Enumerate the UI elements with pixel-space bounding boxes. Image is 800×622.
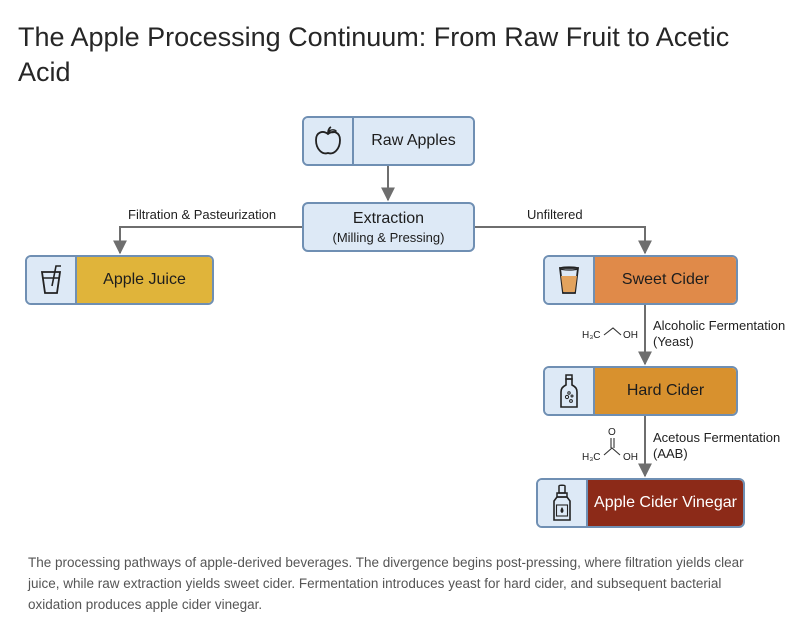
edge-label-alcoholic-fermentation: Alcoholic Fermentation (Yeast) [653, 318, 785, 350]
edge-label-acetous-fermentation: Acetous Fermentation (AAB) [653, 430, 780, 462]
node-label: Apple Juice [77, 257, 212, 303]
node-label: Raw Apples [354, 118, 473, 164]
edge-label-line: Alcoholic Fermentation [653, 318, 786, 333]
node-extraction: Extraction (Milling & Pressing) [302, 202, 475, 252]
arrow-extraction-to-juice [113, 226, 302, 255]
juice-glass-icon [27, 257, 77, 303]
node-apple-juice: Apple Juice [25, 255, 214, 305]
node-sublabel: (Milling & Pressing) [332, 229, 445, 245]
node-raw-apples: Raw Apples [302, 116, 475, 166]
node-label: Extraction [352, 209, 425, 227]
node-hard-cider: Hard Cider [543, 366, 738, 416]
edge-label-line: (AAB) [653, 446, 688, 461]
arrow-extraction-to-sweet [475, 226, 652, 255]
ethanol-structure: H₃C OH [582, 327, 638, 341]
chem-label: OH [623, 452, 638, 463]
chem-label: O [608, 427, 616, 438]
edge-label-unfiltered: Unfiltered [527, 207, 583, 222]
page-title: The Apple Processing Continuum: From Raw… [18, 22, 730, 87]
acetic-acid-structure: O H₃C OH [582, 427, 638, 463]
bottle-icon [545, 368, 595, 414]
node-sweet-cider: Sweet Cider [543, 255, 738, 305]
edge-label-filtration: Filtration & Pasteurization [128, 207, 277, 222]
chem-label: H₃C [582, 452, 601, 463]
node-apple-cider-vinegar: Apple Cider Vinegar [536, 478, 745, 528]
edge-label-line: Acetous Fermentation [653, 430, 781, 445]
edge-label-line: (Yeast) [653, 334, 694, 349]
chem-label: H₃C [582, 330, 601, 341]
node-label: Apple Cider Vinegar [588, 480, 743, 526]
chem-label: OH [623, 330, 638, 341]
apple-icon [304, 118, 354, 164]
dropper-bottle-icon [538, 480, 588, 526]
cider-glass-icon [545, 257, 595, 303]
node-label: Hard Cider [595, 368, 736, 414]
node-label: Sweet Cider [595, 257, 736, 303]
figure-caption: The processing pathways of apple-derived… [28, 555, 744, 612]
